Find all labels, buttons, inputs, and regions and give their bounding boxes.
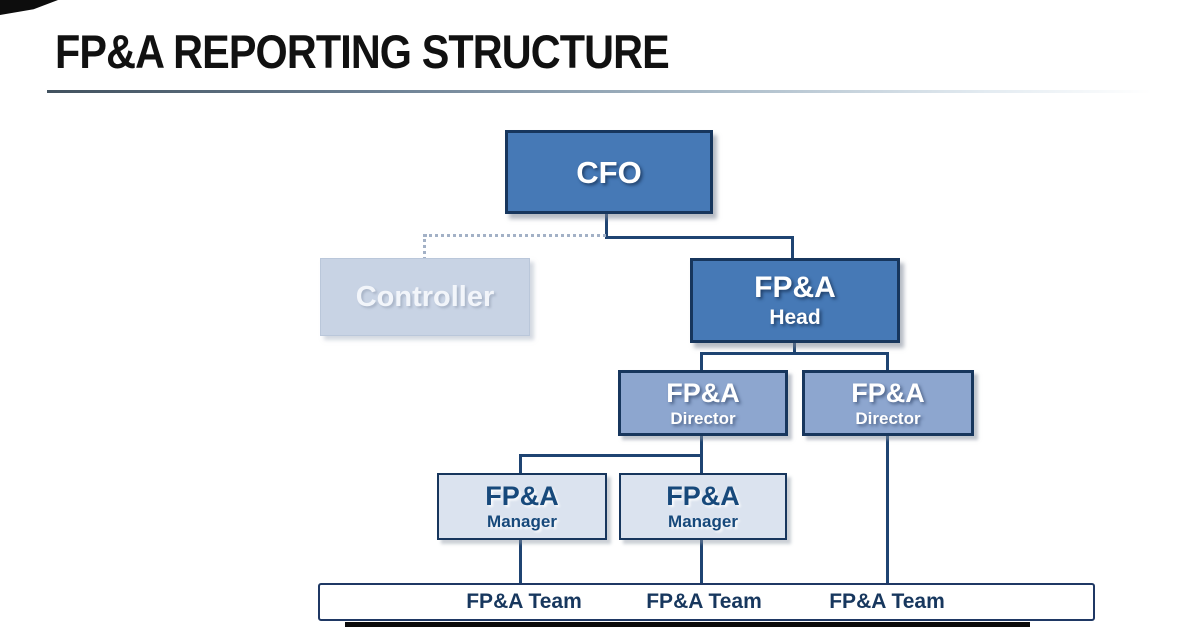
org-node-cfo-label: CFO xyxy=(576,154,642,190)
org-node-fpa-manager-right-line1: FP&A xyxy=(666,481,740,511)
title-divider xyxy=(47,90,1152,93)
org-node-fpa-manager-right: FP&A Manager xyxy=(619,473,787,540)
connector-manager-left-to-team xyxy=(519,538,522,585)
team-label-2: FP&A Team xyxy=(646,590,762,613)
org-node-fpa-director-right: FP&A Director xyxy=(802,370,974,436)
connector-dotted-horizontal xyxy=(424,234,606,237)
connector-director-right-up xyxy=(886,352,889,372)
corner-artifact xyxy=(0,0,58,15)
org-node-fpa-head-line2: Head xyxy=(769,306,821,329)
connector-manager-right-to-team xyxy=(700,538,703,585)
connector-director-right-to-team xyxy=(886,434,889,585)
org-node-fpa-director-left-line2: Director xyxy=(670,408,736,428)
org-node-fpa-head: FP&A Head xyxy=(690,258,900,343)
connector-manager-left-up xyxy=(519,454,522,475)
connector-cfo-horizontal xyxy=(605,236,794,239)
org-node-fpa-manager-left: FP&A Manager xyxy=(437,473,607,540)
org-node-controller-label: Controller xyxy=(355,280,495,313)
team-label-1: FP&A Team xyxy=(466,590,582,613)
org-node-fpa-director-right-line2: Director xyxy=(855,408,921,428)
org-node-fpa-head-line1: FP&A xyxy=(754,271,836,304)
page-title: FP&A REPORTING STRUCTURE xyxy=(55,25,670,78)
org-node-cfo: CFO xyxy=(505,130,713,214)
connector-managers-horizontal xyxy=(519,454,703,457)
connector-director-left-up xyxy=(700,352,703,372)
org-node-fpa-director-left: FP&A Director xyxy=(618,370,788,436)
org-team-bar: FP&A Team FP&A Team FP&A Team xyxy=(318,583,1095,621)
team-label-3: FP&A Team xyxy=(829,590,945,613)
connector-head-up xyxy=(791,236,794,260)
connector-dotted-vertical xyxy=(423,234,426,260)
org-node-fpa-manager-right-line2: Manager xyxy=(668,512,738,531)
connector-head-down xyxy=(793,341,796,355)
org-node-fpa-director-left-line1: FP&A xyxy=(666,377,740,408)
org-node-fpa-manager-left-line1: FP&A xyxy=(485,481,559,511)
connector-directors-horizontal xyxy=(700,352,889,355)
org-node-fpa-director-right-line1: FP&A xyxy=(851,377,925,408)
org-node-fpa-manager-left-line2: Manager xyxy=(487,512,557,531)
connector-cfo-down xyxy=(605,212,608,239)
team-bar-shadow xyxy=(345,622,1030,627)
org-node-controller: Controller xyxy=(320,258,530,336)
